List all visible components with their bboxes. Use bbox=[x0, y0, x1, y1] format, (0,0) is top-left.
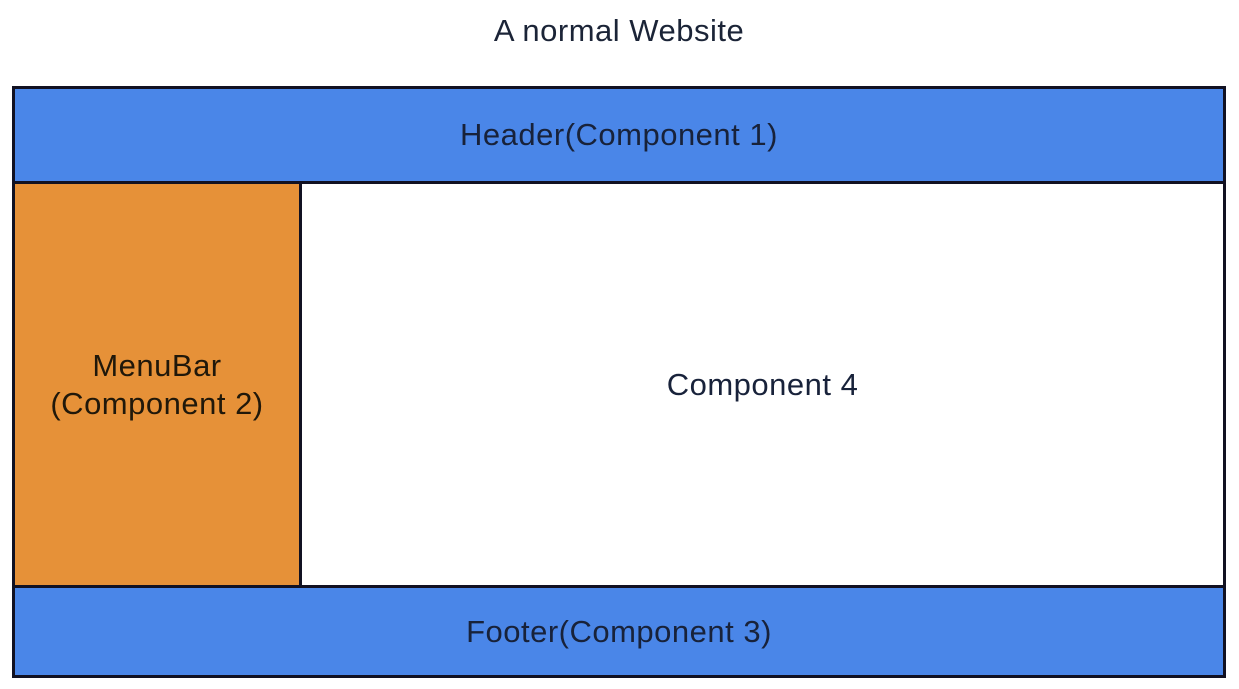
menubar-label-line1: MenuBar bbox=[92, 347, 222, 383]
website-layout-diagram: Header(Component 1) MenuBar (Component 2… bbox=[12, 86, 1226, 678]
diagram-title: A normal Website bbox=[493, 13, 745, 48]
middle-row: MenuBar (Component 2) Component 4 bbox=[12, 181, 1226, 588]
header-component-label: Header(Component 1) bbox=[460, 117, 778, 152]
header-component-box: Header(Component 1) bbox=[12, 86, 1226, 184]
main-component-label: Component 4 bbox=[666, 366, 859, 402]
footer-component-box: Footer(Component 3) bbox=[12, 585, 1226, 678]
menubar-component-box: MenuBar (Component 2) bbox=[12, 181, 302, 588]
menubar-component-label: MenuBar (Component 2) bbox=[50, 347, 263, 423]
main-component-box: Component 4 bbox=[299, 181, 1226, 588]
footer-component-label: Footer(Component 3) bbox=[466, 613, 772, 649]
menubar-label-line2: (Component 2) bbox=[50, 385, 264, 421]
